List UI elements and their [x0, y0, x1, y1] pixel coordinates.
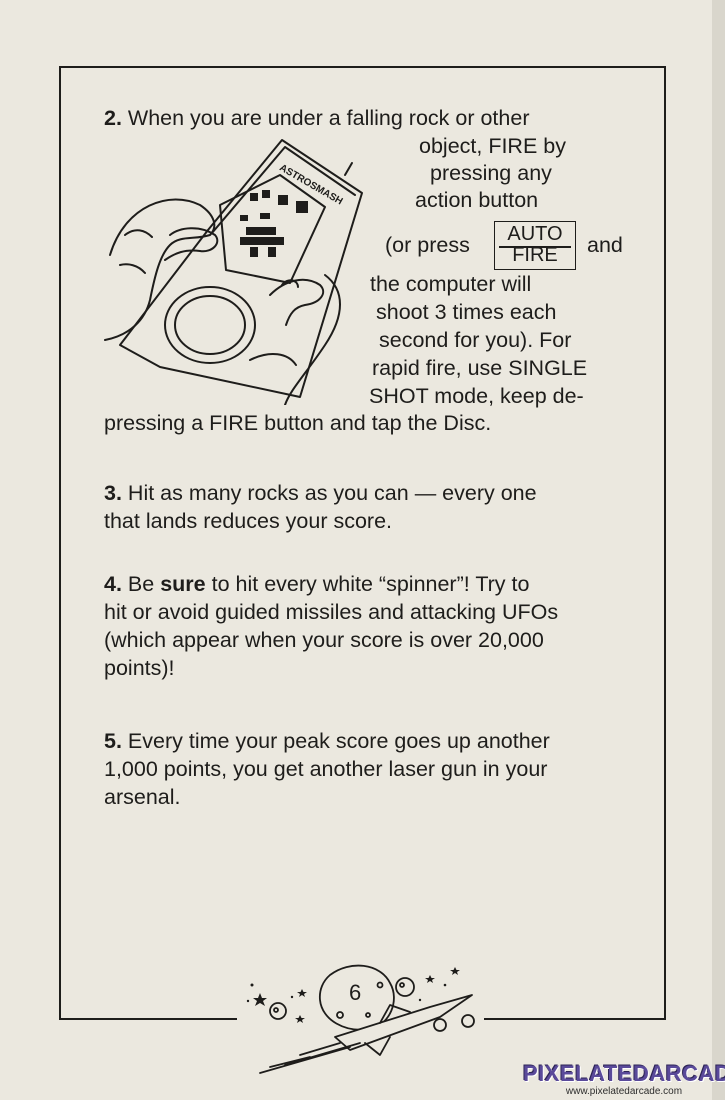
handheld-game-illustration: ASTROSMASH [104, 139, 363, 405]
step4-line2: hit or avoid guided missiles and attacki… [104, 600, 559, 624]
auto-fire-button-graphic: AUTO FIRE [494, 221, 576, 270]
step4-line3: (which appear when your score is over 20… [104, 628, 544, 652]
step4-text-a: Be [127, 572, 155, 596]
watermark-title: PIXELATEDARCADE [523, 1061, 725, 1086]
spaceship-asteroid-illustration [246, 964, 475, 1074]
step3-line2: that lands reduces your score. [104, 509, 393, 533]
step2-number: 2. [104, 106, 122, 130]
step2-line2: object, FIRE by [419, 134, 566, 158]
step5-line3: arsenal. [104, 785, 181, 809]
page-edge [712, 0, 725, 1100]
step2-line5a: (or press [385, 233, 470, 257]
step5-line2: 1,000 points, you get another laser gun … [104, 757, 548, 781]
step5-number: 5. [104, 729, 122, 753]
step5-line1: 5. Every time your peak score goes up an… [104, 727, 550, 755]
frame-border-bottom-right [484, 1018, 666, 1020]
auto-fire-label-bottom: FIRE [512, 244, 558, 266]
step4-emphasis: sure [160, 572, 206, 596]
watermark: PIXELATEDARCADE www.pixelatedarcade.com [523, 1062, 725, 1098]
step4-number: 4. [104, 572, 122, 596]
frame-border-bottom-left [59, 1018, 237, 1020]
step2-line9: rapid fire, use SINGLE [372, 356, 588, 380]
step3-line1: 3. Hit as many rocks as you can — every … [104, 479, 537, 507]
step5-text: Every time your peak score goes up anoth… [127, 729, 550, 753]
auto-fire-divider [499, 246, 571, 248]
frame-border-left [59, 66, 61, 1020]
step2-line11: pressing a FIRE button and tap the Disc. [104, 411, 492, 435]
step3-number: 3. [104, 481, 122, 505]
step3-text: Hit as many rocks as you can — every one [127, 481, 537, 505]
step2-text: When you are under a falling rock or oth… [127, 106, 530, 130]
step2-line7: shoot 3 times each [376, 300, 557, 324]
step2-line10: SHOT mode, keep de- [369, 384, 584, 408]
step4-text-b: to hit every white “spinner”! Try to [211, 572, 530, 596]
frame-border-right [664, 66, 666, 1020]
page-number: 6 [349, 980, 362, 1005]
step2-line6: the computer will [370, 272, 532, 296]
frame-border-top [59, 66, 666, 68]
step2-line4: action button [415, 188, 539, 212]
step4-line1: 4. Be sure to hit every white “spinner”!… [104, 570, 529, 598]
step2-line8: second for you). For [379, 328, 572, 352]
auto-fire-label-top: AUTO [507, 223, 563, 245]
step2-line1: 2. When you are under a falling rock or … [104, 104, 529, 132]
step2-line5b: and [587, 233, 623, 257]
step2-line3: pressing any [430, 161, 552, 185]
step4-line4: points)! [104, 656, 175, 680]
watermark-url: www.pixelatedarcade.com [565, 1086, 683, 1097]
